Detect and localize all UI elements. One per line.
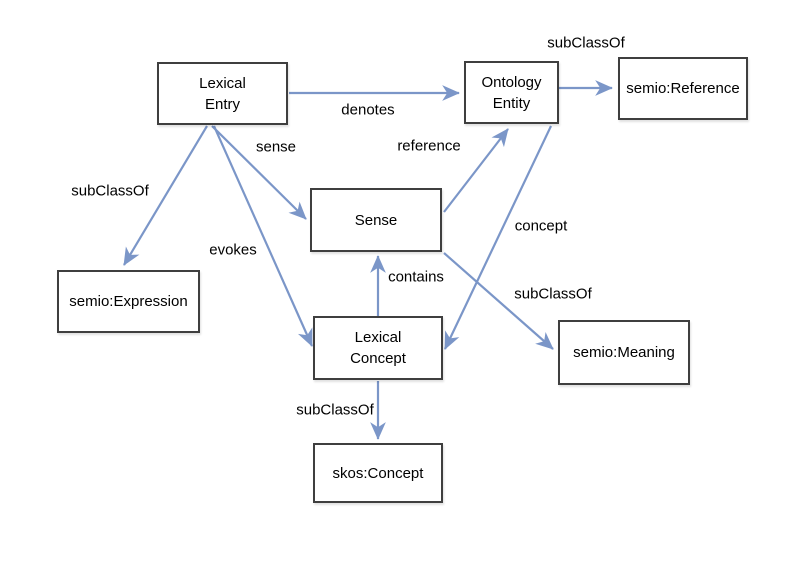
node-semio-meaning-label: semio:Meaning [573,344,675,361]
edge-subclassof-expression-line [123,125,208,266]
node-semio-expression-label: semio:Expression [69,293,188,310]
node-sense: Sense [310,188,442,252]
node-sense-label: Sense [354,211,398,229]
node-skos-concept-label: skos:Concept [332,464,424,482]
edge-concept-line [444,125,552,350]
node-semio-reference: semio:Reference [618,57,748,120]
node-lexical-entry-label: Lexical Entry [199,74,246,113]
edge-label-subclassof-skos: subClassOf [296,401,374,419]
edge-label-contains: contains [388,268,444,286]
node-ontology-entity: Ontology Entity [464,61,559,124]
node-skos-concept: skos:Concept [313,443,443,503]
edge-label-concept: concept [514,217,568,235]
node-semio-reference-label: semio:Reference [626,80,740,97]
edge-subclassof-meaning-line [443,252,554,350]
edge-sense-line [211,125,307,220]
edge-evokes-line [212,125,314,347]
edge-label-subclassof-reference: subClassOf [547,34,625,52]
node-semio-expression: semio:Expression [57,270,200,333]
node-lexical-concept: Lexical Concept [313,316,443,380]
edge-reference-line [443,128,509,213]
edge-label-subclassof-meaning: subClassOf [514,285,592,303]
edge-label-reference: reference [397,137,461,155]
node-lexical-entry: Lexical Entry [157,62,288,125]
edge-label-sense: sense [255,138,297,156]
edge-label-subclassof-expression: subClassOf [71,182,149,200]
node-semio-meaning: semio:Meaning [558,320,690,385]
edge-label-denotes: denotes [341,101,395,119]
edge-label-evokes: evokes [209,241,257,259]
node-ontology-entity-label: Ontology Entity [481,73,542,112]
node-lexical-concept-label: Lexical Concept [350,329,406,367]
